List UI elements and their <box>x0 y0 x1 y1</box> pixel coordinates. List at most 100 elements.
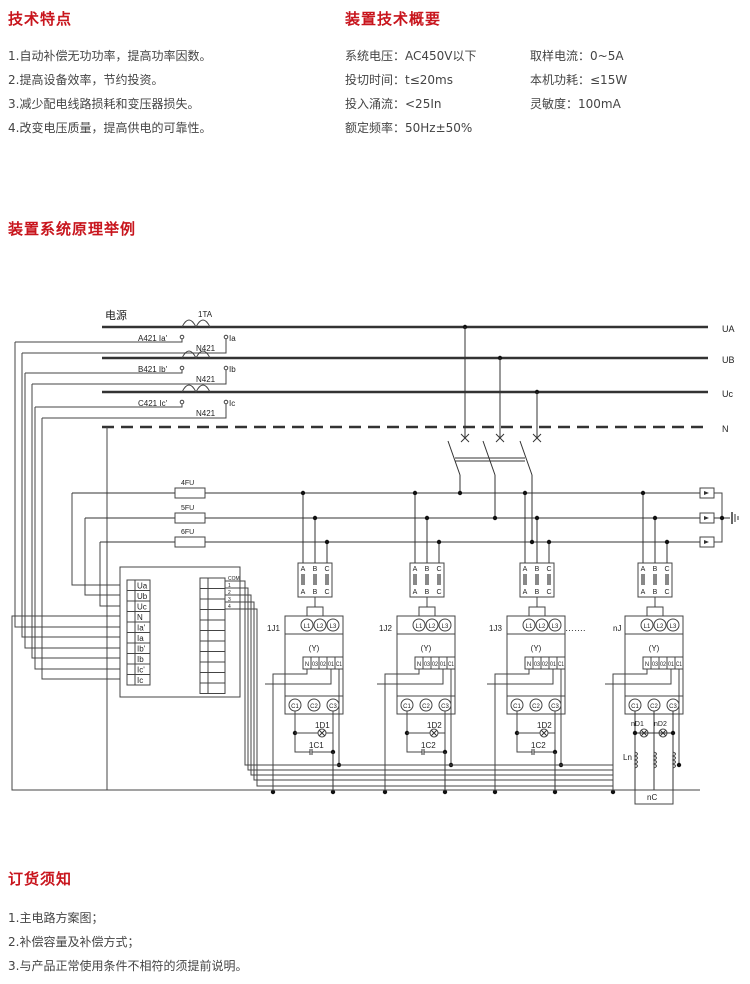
wire <box>418 597 428 618</box>
terminal-label: L2 <box>657 624 664 630</box>
wire <box>377 669 444 685</box>
lamp-label: nD1 <box>631 721 644 728</box>
fuse-icon <box>301 574 305 585</box>
ordering-item: 3.与产品正常使用条件不相符的须提前说明。 <box>8 959 248 973</box>
terminal <box>126 642 136 654</box>
output-terminal <box>199 598 209 610</box>
terminal-label: 01 <box>440 662 447 668</box>
phase-label: B <box>535 589 540 596</box>
terminal-label: C1 <box>676 662 683 668</box>
ct-label: N421 <box>196 375 216 384</box>
fuse-label: 6FU <box>181 529 194 536</box>
terminal-circle <box>425 618 439 632</box>
output-terminal <box>199 661 209 673</box>
phase-label: B <box>535 566 540 573</box>
lamp-label: nD2 <box>654 721 667 728</box>
wire <box>22 339 227 354</box>
terminal-label: 03 <box>312 662 319 668</box>
terminal-label: C1 <box>291 704 299 710</box>
terminal-label: L3 <box>552 624 559 630</box>
bus-label: N <box>722 424 729 434</box>
ct-label: Ib <box>229 365 236 374</box>
terminal-label: L3 <box>670 624 677 630</box>
wire <box>655 606 664 618</box>
phase-label: C <box>436 566 441 573</box>
terminal-label: C2 <box>422 704 430 710</box>
ct-terminal <box>223 399 229 405</box>
terminal-label: Ic' <box>137 666 145 675</box>
junction-dot <box>610 789 616 795</box>
junction-dot <box>676 762 682 768</box>
fuse-6fu <box>174 536 206 548</box>
output-terminal <box>199 682 209 694</box>
terminal-label: 01 <box>328 662 335 668</box>
ct-terminal <box>223 334 229 340</box>
output-terminal <box>207 682 226 694</box>
wire <box>71 493 127 586</box>
terminal <box>126 590 136 602</box>
ct-label: C421 Ic' <box>138 399 168 408</box>
output-terminal <box>207 651 226 663</box>
ct-label: N421 <box>196 344 216 353</box>
fuse-icon <box>425 574 429 585</box>
lamp-icon <box>540 729 548 737</box>
bus-label: UB <box>722 355 735 365</box>
terminal-label: Uc <box>137 603 147 612</box>
terminal-label: L3 <box>330 624 337 630</box>
output-terminal <box>199 672 209 684</box>
terminal <box>126 632 136 644</box>
fuse-label: 4FU <box>181 480 194 487</box>
terminal-label: Ua <box>137 582 148 591</box>
coil-label: (Y) <box>531 644 542 653</box>
phase-label: A <box>413 566 418 573</box>
spec-item: 系统电压：AC450V以下 <box>345 49 477 63</box>
terminal <box>126 600 136 612</box>
junction-dot <box>652 515 658 521</box>
coil-label: (Y) <box>309 644 320 653</box>
terminal-label: C1 <box>448 662 455 668</box>
coil-label: (Y) <box>649 644 660 653</box>
output-terminal <box>207 661 226 673</box>
phase-label: C <box>324 589 329 596</box>
wire <box>21 353 127 638</box>
terminal-circle <box>522 618 536 632</box>
output-terminal <box>199 640 209 652</box>
junction-dot <box>382 789 388 795</box>
output-terminal <box>199 630 209 642</box>
terminal-label: C1 <box>403 704 411 710</box>
terminal <box>126 663 136 675</box>
output-label: 2 <box>228 590 231 596</box>
phase-label: B <box>313 589 318 596</box>
bus-label: Uc <box>722 389 733 399</box>
terminal-label: 02 <box>542 662 549 668</box>
phase-label: C <box>664 566 669 573</box>
wire <box>384 669 420 792</box>
terminal-label: 02 <box>320 662 327 668</box>
output-terminal <box>207 619 226 631</box>
reactor-icon <box>671 751 676 769</box>
wire <box>14 342 127 628</box>
terminal <box>134 674 151 686</box>
junction-dot <box>534 515 540 521</box>
output-terminal <box>207 609 226 621</box>
phase-label: C <box>436 589 441 596</box>
phase-label: C <box>664 589 669 596</box>
output-terminal <box>199 651 209 663</box>
fuse-icon <box>665 574 669 585</box>
junction-dot <box>529 539 535 545</box>
junction-dot <box>436 539 442 545</box>
phase-label: A <box>523 589 528 596</box>
reactor-label: Ln <box>623 753 632 762</box>
phase-label: A <box>641 589 646 596</box>
arrow-icon <box>704 491 709 495</box>
spec-item: 投入涌流：<25In <box>345 97 442 111</box>
terminal-label: 03 <box>424 662 431 668</box>
terminal-label: N <box>305 662 309 668</box>
output-terminal <box>199 609 209 621</box>
terminal-label: L1 <box>416 624 423 630</box>
output-terminal <box>207 630 226 642</box>
junction-dot <box>492 515 498 521</box>
phase-label: B <box>653 566 658 573</box>
switch-blade <box>447 440 461 476</box>
wire <box>634 790 674 805</box>
